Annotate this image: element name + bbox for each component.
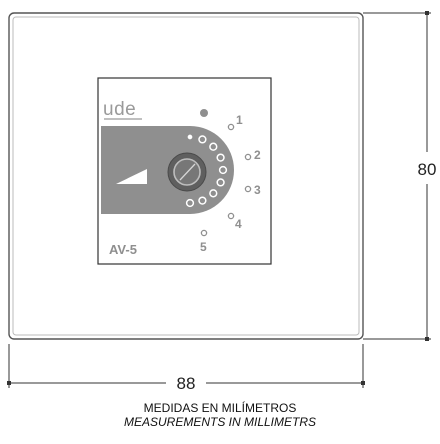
position-label-3: 3	[254, 183, 261, 197]
position-1: 1	[227, 113, 243, 131]
rim-dot	[209, 189, 218, 198]
position-marker-2	[244, 153, 252, 161]
position-label-2: 2	[254, 148, 261, 162]
height-value: 80	[418, 160, 437, 179]
caption-spanish: MEDIDAS EN MILÍMETROS	[143, 401, 297, 415]
selector-knob-slot	[179, 163, 196, 181]
rim-dot	[187, 134, 193, 140]
position-5: 5	[200, 229, 208, 254]
width-value: 88	[177, 374, 196, 393]
width-tick-left	[7, 381, 11, 385]
rim-dot	[198, 196, 207, 205]
height-tick-top	[425, 11, 429, 15]
position-marker-4	[227, 212, 235, 220]
width-tick-right	[361, 381, 365, 385]
volume-ramp-icon	[116, 169, 147, 184]
position-marker-3	[244, 185, 252, 193]
height-tick-bottom	[425, 337, 429, 341]
position-marker-1	[227, 123, 235, 131]
model-label: AV-5	[109, 242, 137, 257]
position-label-4: 4	[235, 217, 242, 231]
height-dimension: 80	[363, 11, 436, 341]
brand-logo: ude	[103, 99, 136, 120]
off-marker-dot	[200, 109, 208, 117]
inner-plate	[12, 16, 360, 336]
rim-dot	[209, 142, 218, 151]
position-label-1: 1	[236, 113, 243, 127]
rim-dot	[198, 135, 207, 144]
position-marker-5	[200, 229, 208, 237]
rim-dot	[216, 153, 225, 162]
rim-dot	[216, 178, 225, 187]
rim-indicator-dots	[185, 134, 228, 208]
rim-dot	[218, 165, 228, 175]
rim-dot	[185, 198, 195, 208]
position-4: 4	[227, 212, 242, 231]
grey-sector	[101, 126, 234, 214]
position-label-5: 5	[200, 240, 207, 254]
position-3: 3	[244, 183, 261, 197]
width-dimension: 88	[7, 344, 365, 393]
caption-english: MEASUREMENTS IN MILLIMETRS	[123, 415, 317, 429]
position-2: 2	[244, 148, 261, 162]
